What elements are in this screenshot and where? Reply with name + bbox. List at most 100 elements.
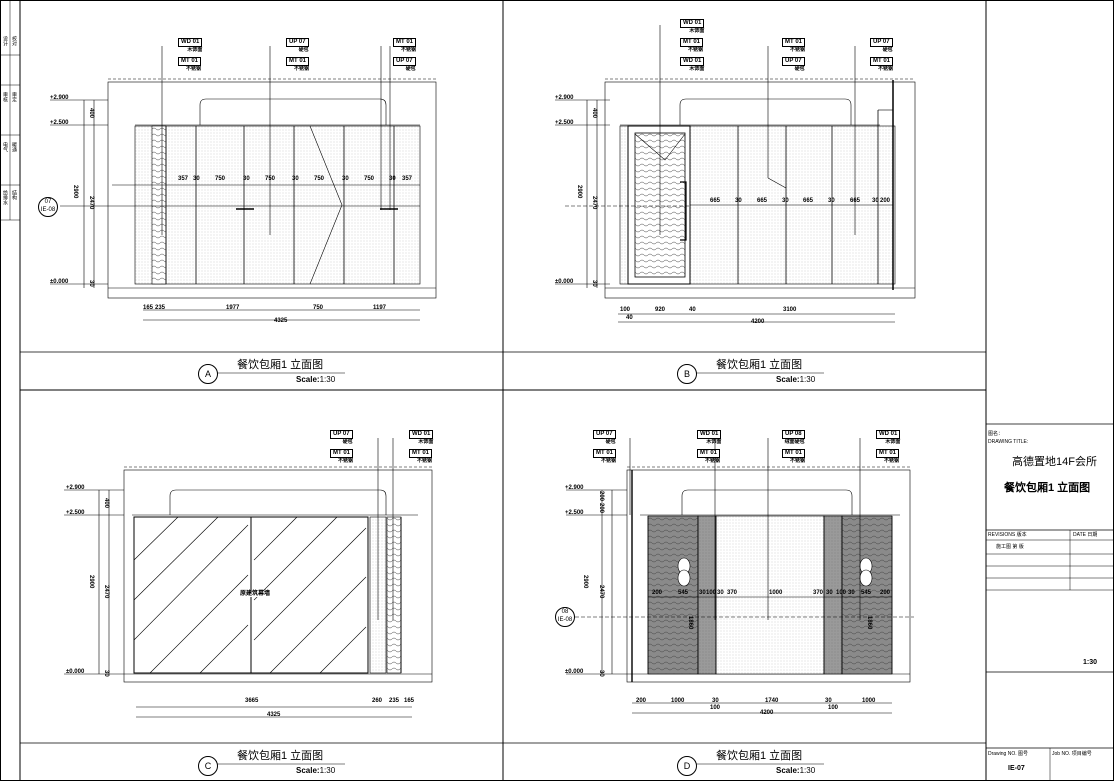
strip-label-hvac: 暖通 (11, 142, 17, 152)
elevation-c (64, 438, 433, 718)
height-dim: 2470 (591, 196, 597, 210)
inner-dim: 30 (828, 198, 835, 204)
inner-dim: 665 (850, 198, 861, 204)
height-dim: 2470 (598, 585, 604, 599)
inner-dim: 30 (342, 176, 349, 182)
height-dim: 30 (103, 670, 109, 677)
sheet-scale: 1:30 (1083, 659, 1098, 666)
height-dim: 2900 (576, 185, 582, 199)
height-dim: 30 (598, 670, 604, 677)
bottom-dim: 920 (655, 307, 666, 313)
elevation-a (50, 46, 437, 321)
elevation-scale-b: Scale:1:30 (776, 375, 816, 384)
height-dim: 2900 (582, 575, 588, 589)
inner-dim: 665 (710, 198, 721, 204)
strip-label-electric: 电气 (2, 142, 8, 152)
elevation-marker-d: D (677, 756, 697, 776)
bottom-dim: 165 (404, 698, 415, 704)
height-dim: 2900 (72, 185, 78, 199)
strip-label-check: 校对 (11, 36, 17, 46)
bottom-dim: 165 (143, 305, 154, 311)
height-dim: 30 (88, 280, 94, 287)
inner-dim: 30 (193, 176, 200, 182)
inner-dim: 665 (803, 198, 814, 204)
caption-lines (216, 372, 824, 765)
inner-dim: 30 (717, 590, 724, 596)
inner-dim: 30 (826, 590, 833, 596)
inner-dim: 750 (364, 176, 375, 182)
bottom-dim: 235 (389, 698, 400, 704)
elevation-scale-a: Scale:1:30 (296, 375, 336, 384)
level-label: ±0.000 (66, 669, 85, 675)
inner-dim: 30 (389, 176, 396, 182)
revisions-label: REVISIONS 版本 (988, 532, 1027, 538)
elevation-d (563, 438, 914, 714)
elevation-marker-c: C (198, 756, 218, 776)
bottom-dim: 30 (712, 698, 719, 704)
inner-dim: 200 (880, 590, 891, 596)
job-no-label: Job NO. 项目编号 (1052, 751, 1092, 757)
total-width-dim: 4325 (267, 712, 281, 718)
height-dim: 400 (103, 498, 109, 509)
elevation-marker-b: B (677, 364, 697, 384)
bottom-dim: 1000 (671, 698, 685, 704)
bottom-dim: 200 (636, 698, 647, 704)
bottom-dim: 1000 (862, 698, 876, 704)
level-label: ±0.000 (50, 279, 69, 285)
date-label: DATE 日期 (1073, 532, 1098, 538)
inner-dim: 357 (402, 176, 413, 182)
project-name: 高德置地14F会所 (1012, 456, 1097, 468)
inner-dim: 100 (706, 590, 717, 596)
bottom-dim-under: 100 (828, 705, 839, 711)
inner-dim: 750 (314, 176, 325, 182)
inner-dim: 370 (727, 590, 738, 596)
inner-dim: 200 (880, 198, 891, 204)
height-dim: 30 (591, 280, 597, 287)
bottom-dim-under: 100 (710, 705, 721, 711)
strip-label-structure: 结构 (11, 190, 17, 200)
height-dim: 200 (598, 503, 604, 514)
inner-dim: 750 (265, 176, 276, 182)
level-label: +2.900 (555, 95, 574, 101)
elevation-title-a: 餐饮包厢1 立面图 (237, 359, 324, 371)
drawing-number: IE-07 (1008, 765, 1025, 772)
bottom-dim: 30 (825, 698, 832, 704)
strip-label-approve: 审定 (11, 92, 17, 102)
inner-dim: 30 (699, 590, 706, 596)
drawing-title-label-en: DRAWING TITLE: (988, 439, 1029, 445)
bottom-dim: 3100 (783, 307, 797, 313)
elevation-scale-c: Scale:1:30 (296, 766, 336, 775)
inner-dim: 200 (652, 590, 663, 596)
height-dim: 200 (598, 491, 604, 502)
elevation-marker-a: A (198, 364, 218, 384)
height-dim: 2470 (103, 585, 109, 599)
elevation-title-c: 餐饮包厢1 立面图 (237, 750, 324, 762)
elevation-b (555, 25, 916, 323)
inner-dim: 545 (678, 590, 689, 596)
bottom-dim: 100 (620, 307, 631, 313)
bottom-dim: 1977 (226, 305, 240, 311)
level-label: +2.500 (66, 510, 85, 516)
level-label: +2.900 (50, 95, 69, 101)
level-label: +2.500 (555, 120, 574, 126)
